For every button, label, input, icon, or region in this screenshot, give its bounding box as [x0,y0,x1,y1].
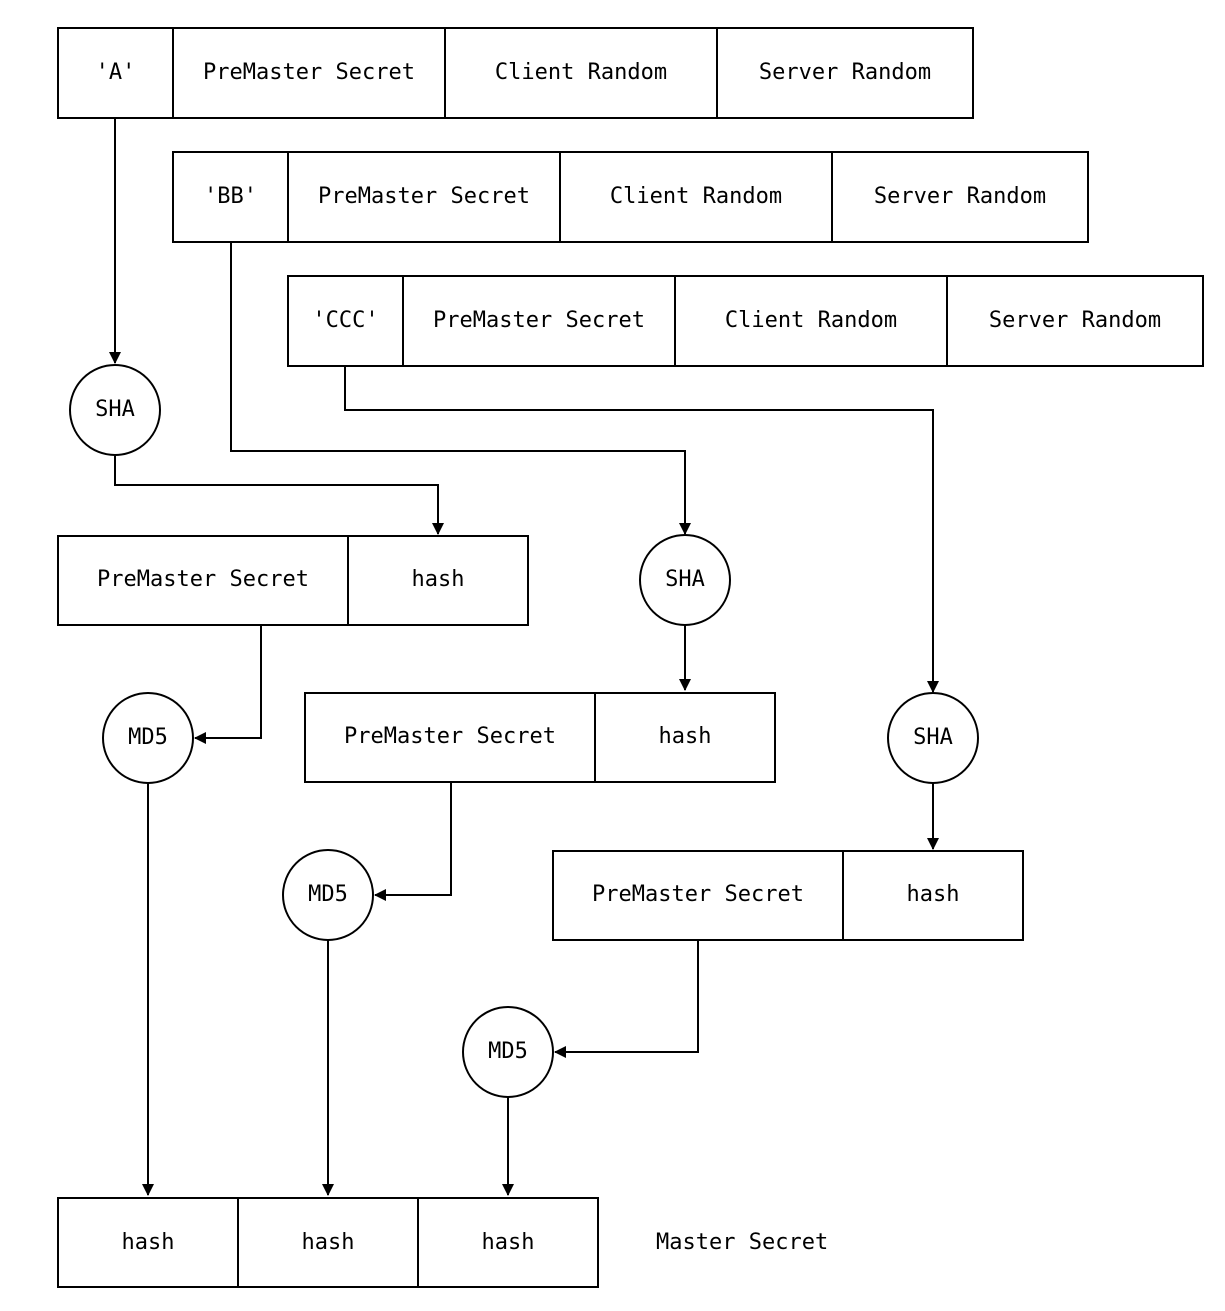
output-hash-label: hash [122,1230,175,1255]
prefix-label: 'CCC' [312,308,378,333]
client-random-cell [559,151,833,243]
hash-cell [594,692,776,783]
output-hash-label: hash [482,1230,535,1255]
output-hash-cell [57,1197,239,1288]
md5-node-3: MD5 [462,1006,554,1098]
input-row-ccc: 'CCC' PreMaster Secret Client Random Ser… [287,275,1204,367]
md5-node-2: MD5 [282,849,374,941]
connectors [109,118,939,1196]
arrow-block3-to-md5 [554,940,699,1058]
output-hash-label: hash [302,1230,355,1255]
server-random-label: Server Random [759,60,931,85]
md5-label: MD5 [128,725,168,750]
arrow-bb-to-sha [230,242,691,535]
sha-label: SHA [95,397,135,422]
client-random-label: Client Random [725,308,897,333]
prefix-label: 'A' [96,60,136,85]
client-random-label: Client Random [495,60,667,85]
output-hash-cell [417,1197,599,1288]
sha-node-3: SHA [887,692,979,784]
premaster-secret-cell [402,275,676,367]
hash-cell [347,535,529,626]
sha-label: SHA [913,725,953,750]
hash-label: hash [907,882,960,907]
md5-label: MD5 [488,1039,528,1064]
md5-circle [282,849,374,941]
hash-label: hash [659,724,712,749]
premaster-secret-label: PreMaster Secret [592,882,804,907]
premaster-secret-label: PreMaster Secret [97,567,309,592]
prefix-label: 'BB' [204,184,257,209]
sha-node-2: SHA [639,534,731,626]
master-secret-block: hash hash hash [57,1197,599,1288]
input-row-a: 'A' PreMaster Secret Client Random Serve… [57,27,974,119]
server-random-cell [946,275,1204,367]
sha-circle [639,534,731,626]
premaster-secret-cell [57,535,349,626]
server-random-cell [831,151,1089,243]
premaster-secret-label: PreMaster Secret [344,724,556,749]
arrow-sha-to-hash-1 [114,456,444,535]
hash-cell [842,850,1024,941]
arrow-block1-to-md5 [194,625,262,744]
hash-label: hash [412,567,465,592]
client-random-cell [444,27,718,119]
premaster-secret-cell [287,151,561,243]
sha-circle [69,364,161,456]
premaster-secret-cell [552,850,844,941]
sha-circle [887,692,979,784]
premaster-secret-label: PreMaster Secret [318,184,530,209]
sha-node-1: SHA [69,364,161,456]
prefix-cell [57,27,174,119]
server-random-label: Server Random [989,308,1161,333]
input-row-bb: 'BB' PreMaster Secret Client Random Serv… [172,151,1089,243]
arrow-block2-to-md5 [374,782,452,901]
premaster-secret-cell [304,692,596,783]
client-random-label: Client Random [610,184,782,209]
server-random-cell [716,27,974,119]
md5-node-1: MD5 [102,692,194,784]
master-secret-label: Master Secret [656,1230,828,1255]
premaster-secret-cell [172,27,446,119]
sha-label: SHA [665,567,705,592]
premaster-secret-label: PreMaster Secret [203,60,415,85]
server-random-label: Server Random [874,184,1046,209]
arrow-ccc-to-sha [344,366,939,693]
output-hash-cell [237,1197,419,1288]
intermediate-block-2: PreMaster Secret hash [304,692,776,783]
md5-circle [102,692,194,784]
intermediate-block-1: PreMaster Secret hash [57,535,529,626]
md5-circle [462,1006,554,1098]
md5-label: MD5 [308,882,348,907]
intermediate-block-3: PreMaster Secret hash [552,850,1024,941]
premaster-secret-label: PreMaster Secret [433,308,645,333]
